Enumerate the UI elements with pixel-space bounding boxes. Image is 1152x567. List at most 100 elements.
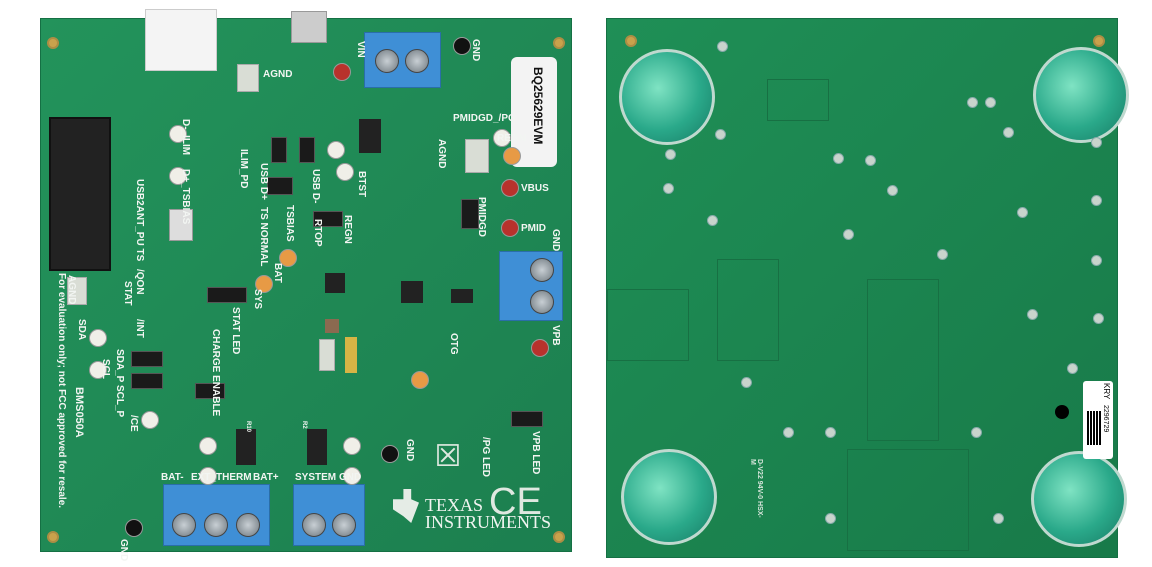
label-system: SYSTEM <box>295 472 337 483</box>
jumper-scl[interactable] <box>131 373 163 389</box>
inductor <box>359 119 381 153</box>
mounting-hole <box>553 37 565 49</box>
via <box>1017 207 1028 218</box>
logo-line1: Texas <box>425 495 483 515</box>
label-gnd-term: GND <box>339 472 362 483</box>
vpb-terminal-block[interactable] <box>499 251 563 321</box>
label-pmidgd: PMIDGD <box>476 197 487 237</box>
pcb-front: BQ25629EVM VIN GND AGND PMIDGD_/PG <box>40 9 572 561</box>
test-point[interactable] <box>343 467 361 485</box>
capacitor <box>325 319 339 333</box>
jumper-stat-led[interactable] <box>207 287 247 303</box>
label-gnd-mid: GND <box>404 439 415 462</box>
test-point[interactable] <box>327 141 345 159</box>
ribbon-header-connector <box>49 117 111 271</box>
inductor-r10 <box>236 429 256 465</box>
mounting-hole <box>1093 35 1105 47</box>
pad <box>465 139 489 173</box>
label-pg-led: /PG LED <box>480 437 491 478</box>
charger-ic <box>325 273 345 293</box>
test-point-vin[interactable] <box>333 63 351 81</box>
via <box>937 249 948 260</box>
label-r2: R2 <box>301 421 307 429</box>
test-point[interactable] <box>199 437 217 455</box>
test-point-scl[interactable] <box>89 361 107 379</box>
test-point-vbus[interactable] <box>501 179 519 197</box>
label-gnd: GND <box>470 39 481 62</box>
rubber-foot <box>619 49 715 145</box>
label-ilim-pd: ILIM_PD <box>238 149 249 189</box>
test-point-btst[interactable] <box>336 163 354 181</box>
label-stat: STAT <box>122 281 133 306</box>
pcb-back: KRY 2296729 D-V22 94V-0 HSX-M <box>606 18 1129 558</box>
test-point-regn[interactable] <box>503 147 521 165</box>
jumper-sda[interactable] <box>131 351 163 367</box>
jumper-vpb-led[interactable] <box>511 411 543 427</box>
via <box>985 97 996 108</box>
mounting-hole <box>47 37 59 49</box>
via <box>741 377 752 388</box>
jumper-charge-enable[interactable] <box>195 383 225 399</box>
label-sys: SYS <box>252 289 263 310</box>
rubber-foot <box>621 449 717 545</box>
jumper[interactable] <box>271 137 287 163</box>
via <box>1091 255 1102 266</box>
label-gnd-bottom: GND <box>118 539 129 562</box>
via <box>1003 127 1014 138</box>
test-point[interactable] <box>199 467 217 485</box>
transistor <box>451 289 473 303</box>
test-point-sys[interactable] <box>255 275 273 293</box>
serial-number: 2296729 <box>1102 405 1109 433</box>
pad <box>237 64 259 92</box>
test-point[interactable] <box>169 167 187 185</box>
reset-button[interactable] <box>169 209 193 241</box>
label-pmid: PMID <box>521 223 546 234</box>
label-vpb: VPB <box>550 325 561 346</box>
gold-pad <box>345 337 357 373</box>
test-point-vpb[interactable] <box>531 339 549 357</box>
label-bat: BAT <box>272 263 283 283</box>
jumper[interactable] <box>313 211 343 227</box>
label-otg: OTG <box>448 333 459 355</box>
label-sda-p: SDA_P <box>114 349 125 383</box>
test-point[interactable] <box>343 437 361 455</box>
label-ts-normal: TS NORMAL <box>258 207 269 267</box>
label-dplus-tsbias: D+_TSBIAS <box>180 169 191 225</box>
datamatrix-code <box>1087 411 1101 445</box>
via <box>663 183 674 194</box>
label-scl: SCL <box>100 359 111 379</box>
weee-bin-icon: ☒ <box>434 440 462 473</box>
test-point-sda[interactable] <box>89 329 107 347</box>
test-point-bat[interactable] <box>279 249 297 267</box>
pad <box>67 277 87 305</box>
test-point-ce[interactable] <box>141 411 159 429</box>
power-header-connector <box>145 9 217 71</box>
label-kry: KRY <box>1102 383 1111 400</box>
ti-logo-icon <box>393 489 419 523</box>
label-vpb-led: VPB LED <box>530 431 541 475</box>
jumper[interactable] <box>267 177 293 195</box>
test-point-gnd[interactable] <box>381 445 399 463</box>
ce-mark: CE <box>489 481 542 523</box>
via <box>717 41 728 52</box>
via <box>1091 137 1102 148</box>
label-ext-therm: EXT_THERM <box>191 472 252 483</box>
test-point[interactable] <box>169 125 187 143</box>
logo-line2: Instruments <box>425 512 552 532</box>
vin-terminal-block[interactable] <box>364 32 441 88</box>
jumper-pmidgd[interactable] <box>461 199 479 229</box>
pad <box>319 339 335 371</box>
test-point[interactable] <box>411 371 429 389</box>
jumper[interactable] <box>299 137 315 163</box>
via <box>843 229 854 240</box>
test-point-gnd[interactable] <box>125 519 143 537</box>
system-terminal-block[interactable] <box>293 484 365 546</box>
battery-terminal-block[interactable] <box>163 484 270 546</box>
label-agnd: AGND <box>263 69 293 80</box>
test-point-pmidgd[interactable] <box>493 129 511 147</box>
via <box>887 185 898 196</box>
copper-trace <box>847 449 969 551</box>
test-point-gnd[interactable] <box>453 37 471 55</box>
test-point-pmid[interactable] <box>501 219 519 237</box>
label-gnd-right: GND <box>550 229 561 252</box>
